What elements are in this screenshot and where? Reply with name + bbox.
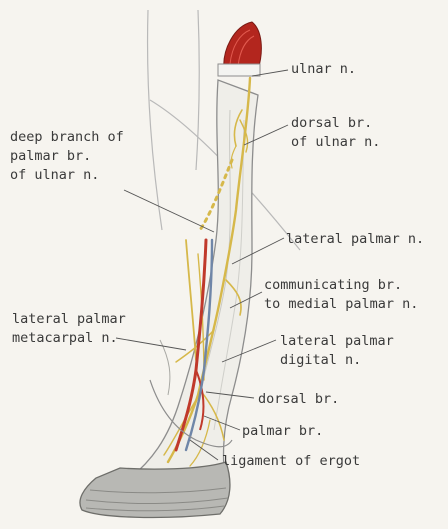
hoof — [79, 461, 231, 519]
cut-band — [217, 63, 261, 77]
label-line: digital n. — [280, 352, 362, 368]
label-lateral-palmar-digital: lateral palmar digital n. — [280, 332, 394, 370]
label-line: communicating br. — [264, 277, 403, 293]
label-lateral-palmar-n: lateral palmar n. — [286, 230, 424, 249]
label-ligament-of-ergot: ligament of ergot — [222, 452, 360, 471]
fetlock-outline — [149, 379, 233, 448]
label-line: ulnar n. — [291, 61, 357, 77]
label-line: palmar br. — [10, 148, 92, 164]
label-ulnar-n: ulnar n. — [291, 60, 356, 79]
label-line: metacarpal n. — [12, 330, 118, 346]
deep-branch-dotted — [198, 158, 234, 232]
label-line: deep branch of — [10, 129, 124, 145]
label-communicating-br: communicating br. to medial palmar n. — [264, 276, 418, 314]
label-line: of ulnar n. — [10, 167, 100, 183]
label-palmar-br: palmar br. — [242, 422, 323, 441]
label-line: ligament of ergot — [222, 453, 361, 469]
label-line: lateral palmar n. — [286, 231, 425, 247]
label-line: to medial palmar n. — [264, 296, 419, 312]
label-dorsal-br: dorsal br. — [258, 390, 339, 409]
artery — [174, 238, 208, 452]
label-dorsal-br-ulnar: dorsal br. of ulnar n. — [291, 114, 380, 152]
label-line: of ulnar n. — [291, 134, 381, 150]
label-deep-branch: deep branch of palmar br. of ulnar n. — [10, 128, 124, 185]
label-line: palmar br. — [242, 423, 324, 439]
muscle-belly — [223, 21, 262, 71]
label-line: lateral palmar — [12, 311, 126, 327]
vein — [184, 238, 214, 452]
label-lateral-palmar-metacarpal: lateral palmar metacarpal n. — [12, 310, 126, 348]
label-line: dorsal br. — [291, 115, 373, 131]
leader-lines — [115, 69, 289, 461]
label-line: dorsal br. — [258, 391, 340, 407]
label-line: lateral palmar — [280, 333, 394, 349]
